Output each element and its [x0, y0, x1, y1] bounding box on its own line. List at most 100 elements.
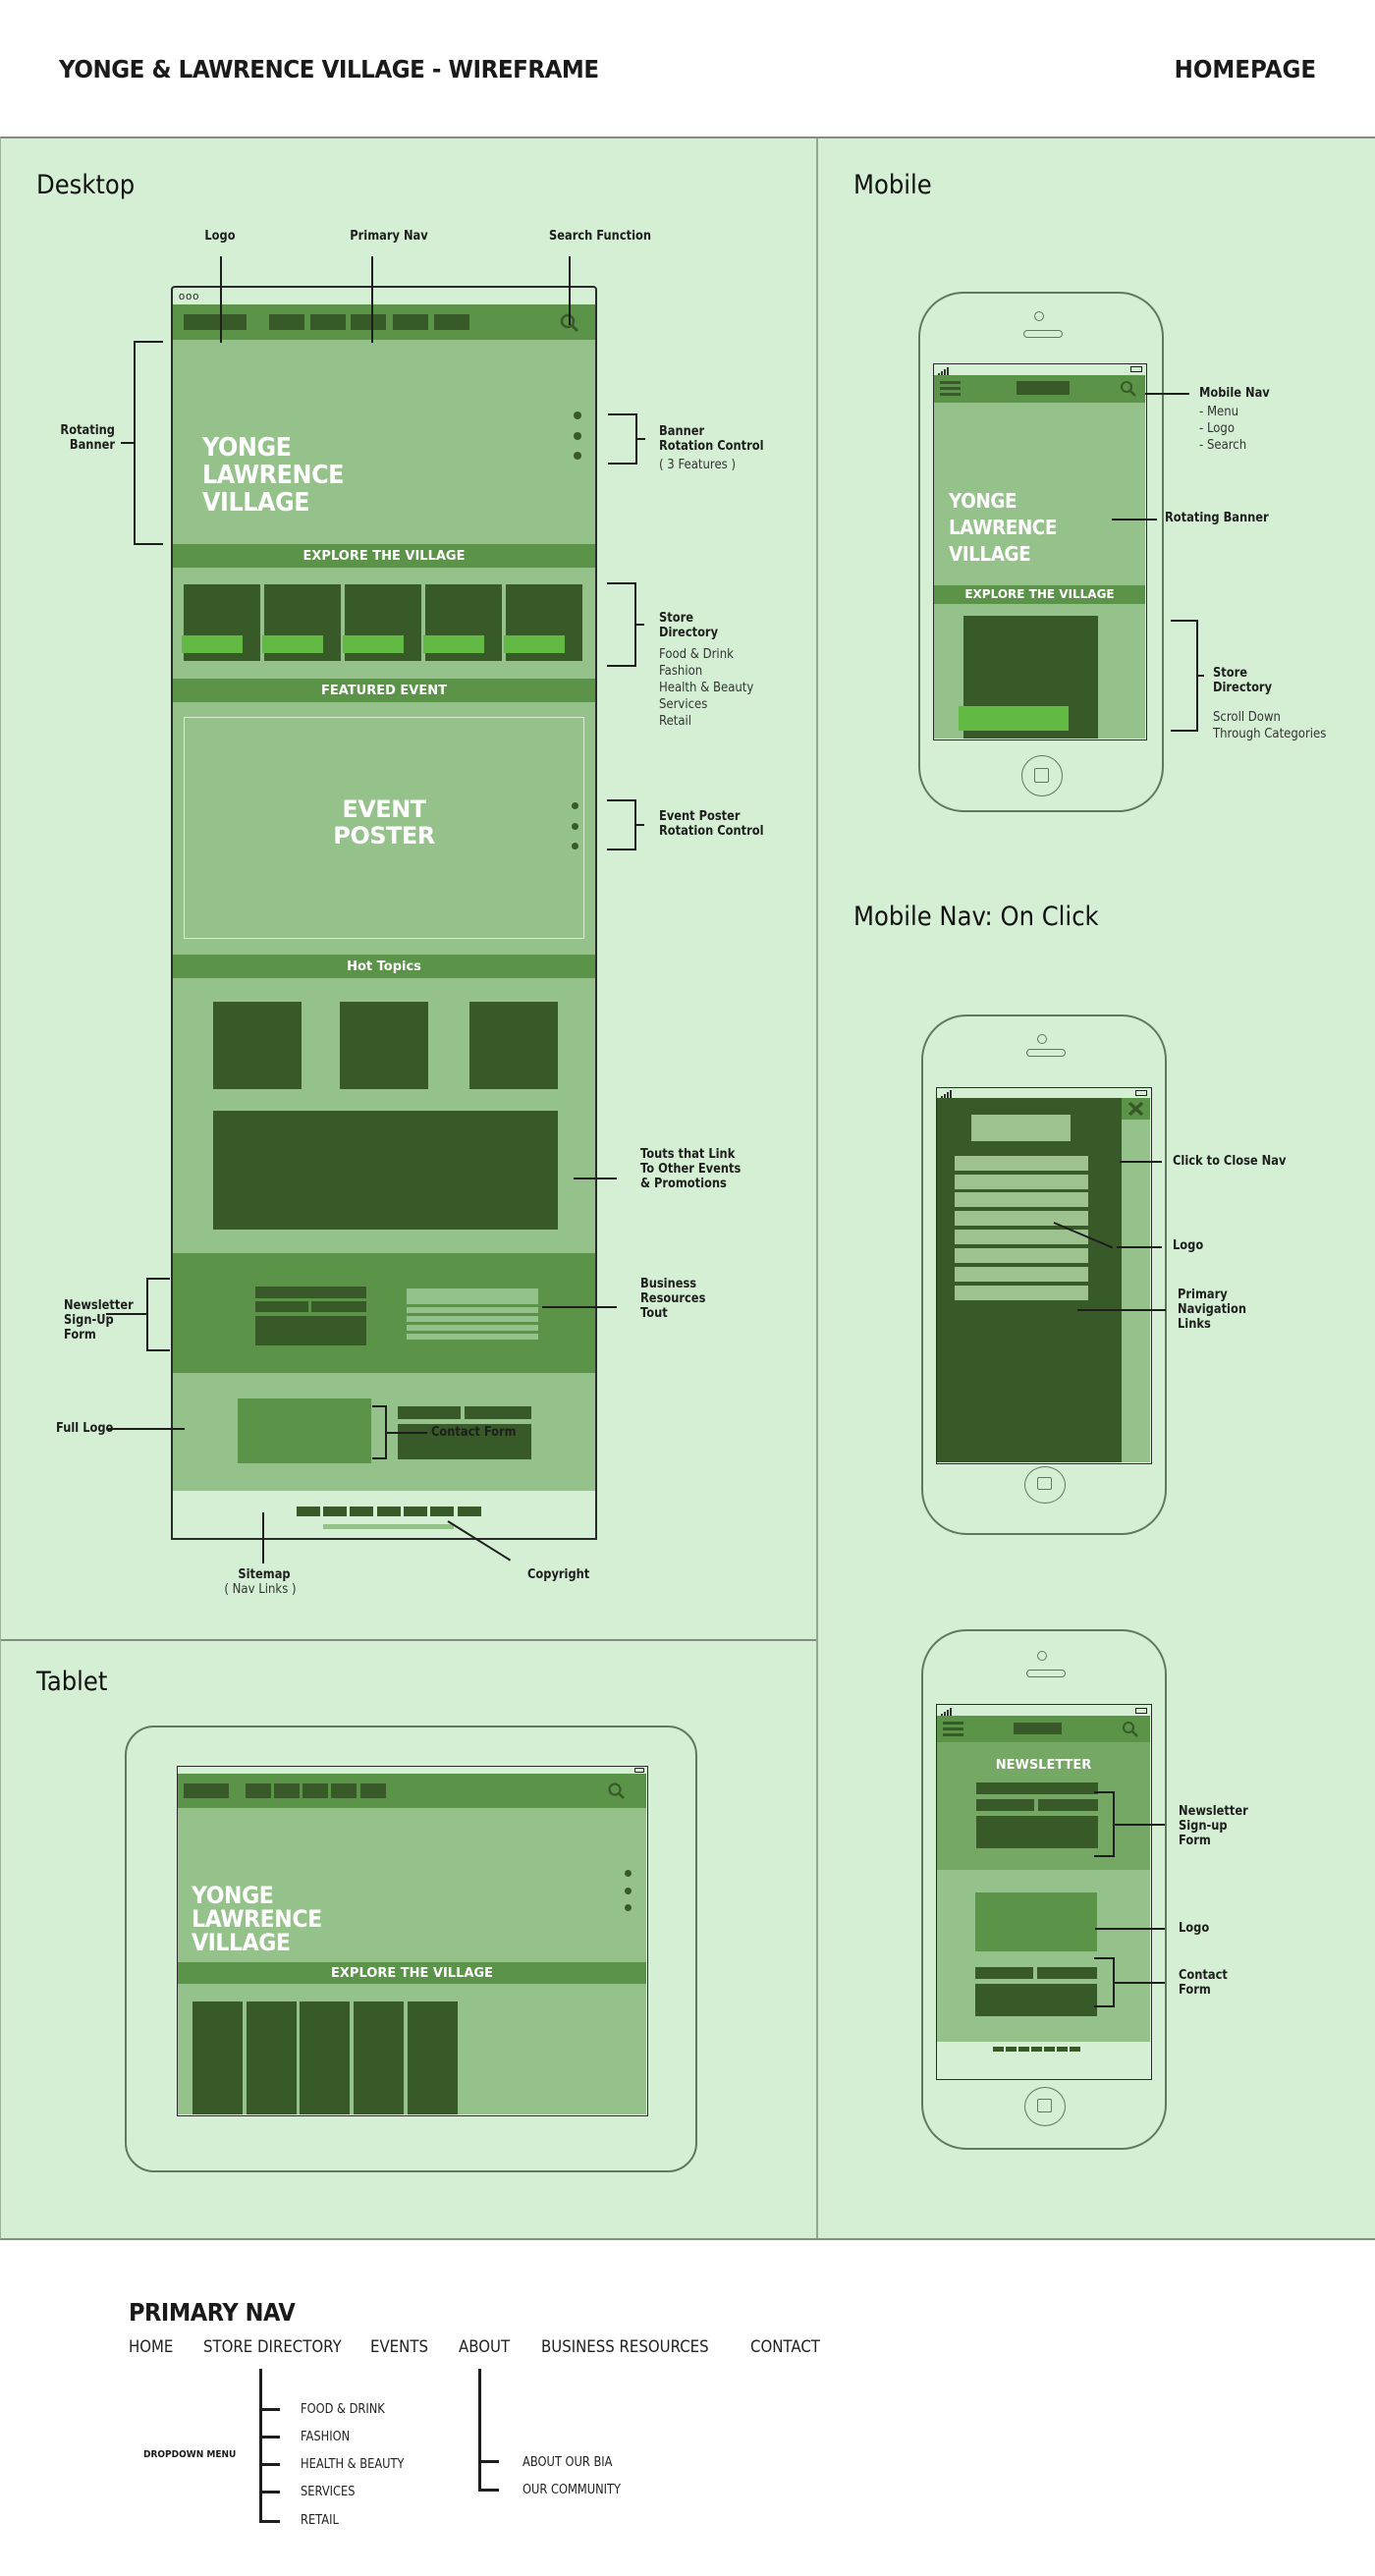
contact-input[interactable]: [465, 1406, 531, 1419]
category-tile[interactable]: [504, 584, 582, 661]
nav-link-placeholder[interactable]: [274, 1783, 300, 1798]
nav-drawer-link[interactable]: [955, 1230, 1088, 1244]
banner-rotation-dot[interactable]: [625, 1870, 632, 1877]
logo-placeholder[interactable]: [184, 314, 247, 330]
contact-input[interactable]: [975, 1967, 1033, 1979]
sitemap-link[interactable]: [1018, 2047, 1029, 2052]
nav-link-placeholder[interactable]: [331, 1783, 357, 1798]
nav-drawer-link[interactable]: [955, 1156, 1088, 1171]
banner-rotation-dot[interactable]: [625, 1888, 632, 1894]
search-icon[interactable]: [607, 1781, 627, 1801]
hamburger-menu-icon[interactable]: [943, 1722, 963, 1737]
nav-item-contact[interactable]: CONTACT: [750, 2337, 820, 2357]
sitemap-link[interactable]: [323, 1507, 347, 1516]
sitemap-link[interactable]: [458, 1507, 481, 1516]
dropdown-item-retail[interactable]: RETAIL: [301, 2513, 339, 2528]
category-tile[interactable]: [423, 584, 502, 661]
sitemap-link[interactable]: [430, 1507, 454, 1516]
category-tile[interactable]: [354, 2001, 404, 2114]
sitemap-link[interactable]: [350, 1507, 373, 1516]
dropdown-item-food-drink[interactable]: FOOD & DRINK: [301, 2402, 385, 2417]
sitemap-link[interactable]: [377, 1507, 401, 1516]
nav-drawer-link[interactable]: [955, 1192, 1088, 1207]
category-tile[interactable]: [408, 2001, 458, 2114]
nav-link-placeholder[interactable]: [434, 314, 469, 330]
banner-rotation-dot[interactable]: [574, 432, 581, 440]
nav-drawer-link[interactable]: [955, 1248, 1088, 1263]
logo-placeholder[interactable]: [184, 1783, 229, 1798]
nav-drawer-link[interactable]: [955, 1286, 1088, 1300]
event-tout[interactable]: [469, 1002, 558, 1089]
nav-item-home[interactable]: HOME: [129, 2337, 174, 2357]
newsletter-textarea[interactable]: [255, 1316, 366, 1345]
sitemap-link[interactable]: [1031, 2047, 1042, 2052]
event-rotation-dot[interactable]: [572, 823, 578, 830]
nav-drawer-logo[interactable]: [971, 1115, 1071, 1141]
event-tout[interactable]: [213, 1002, 302, 1089]
category-tile[interactable]: [300, 2001, 350, 2114]
mobile-explore-bar[interactable]: EXPLORE THE VILLAGE: [934, 585, 1145, 604]
close-icon[interactable]: [1128, 1101, 1144, 1117]
nav-item-events[interactable]: EVENTS: [370, 2337, 428, 2357]
sitemap-link[interactable]: [1044, 2047, 1055, 2052]
nav-link-placeholder[interactable]: [360, 1783, 386, 1798]
tablet-explore-bar[interactable]: EXPLORE THE VILLAGE: [178, 1962, 646, 1984]
mobile-rotating-banner[interactable]: YONGE LAWRENCE VILLAGE: [934, 403, 1145, 585]
hamburger-menu-icon[interactable]: [940, 381, 961, 397]
contact-textarea[interactable]: [398, 1424, 531, 1459]
category-tile[interactable]: [343, 584, 421, 661]
newsletter-input[interactable]: [1038, 1799, 1098, 1811]
nav-link-placeholder[interactable]: [393, 314, 428, 330]
event-tout[interactable]: [340, 1002, 428, 1089]
nav-item-about[interactable]: ABOUT: [459, 2337, 511, 2357]
sitemap-link[interactable]: [1006, 2047, 1017, 2052]
contact-input[interactable]: [1037, 1967, 1097, 1979]
dropdown-item-services[interactable]: SERVICES: [301, 2485, 356, 2499]
event-poster[interactable]: EVENT POSTER: [184, 717, 584, 939]
dropdown-item-health-beauty[interactable]: HEALTH & BEAUTY: [301, 2457, 405, 2472]
search-icon[interactable]: [1120, 380, 1137, 398]
explore-bar[interactable]: EXPLORE THE VILLAGE: [173, 544, 595, 568]
newsletter-input[interactable]: [255, 1301, 308, 1312]
rotating-banner[interactable]: YONGE LAWRENCE VILLAGE: [173, 340, 595, 544]
category-tile[interactable]: [182, 584, 260, 661]
contact-textarea[interactable]: [975, 1984, 1097, 2016]
newsletter-input[interactable]: [976, 1799, 1034, 1811]
nav-drawer-link[interactable]: [955, 1267, 1088, 1282]
search-icon[interactable]: [1122, 1721, 1139, 1738]
nav-item-business-resources[interactable]: BUSINESS RESOURCES: [541, 2337, 709, 2357]
sitemap-link[interactable]: [1070, 2047, 1080, 2052]
mobile-logo-placeholder[interactable]: [1017, 381, 1070, 395]
sitemap-link[interactable]: [993, 2047, 1004, 2052]
nav-link-placeholder[interactable]: [269, 314, 304, 330]
newsletter-input[interactable]: [976, 1782, 1098, 1794]
category-tile[interactable]: [262, 584, 341, 661]
category-tile[interactable]: [192, 2001, 243, 2114]
category-tile[interactable]: [247, 2001, 297, 2114]
nav-link-placeholder[interactable]: [310, 314, 346, 330]
event-rotation-dot[interactable]: [572, 843, 578, 850]
dropdown-item-our-community[interactable]: OUR COMMUNITY: [522, 2483, 621, 2497]
dropdown-item-fashion[interactable]: FASHION: [301, 2430, 351, 2444]
tablet-rotating-banner[interactable]: YONGE LAWRENCE VILLAGE: [178, 1808, 646, 1962]
nav-drawer-overlay[interactable]: [1122, 1098, 1150, 1462]
newsletter-input[interactable]: [311, 1301, 366, 1312]
business-resources-tout[interactable]: [213, 1111, 558, 1230]
dropdown-item-about-our-bia[interactable]: ABOUT OUR BIA: [522, 2455, 613, 2470]
banner-rotation-dot[interactable]: [574, 452, 581, 460]
nav-link-placeholder[interactable]: [302, 1783, 328, 1798]
sitemap-link[interactable]: [297, 1507, 320, 1516]
sitemap-link[interactable]: [404, 1507, 427, 1516]
event-rotation-dot[interactable]: [572, 802, 578, 809]
newsletter-textarea[interactable]: [976, 1816, 1098, 1848]
mobile-logo-placeholder[interactable]: [1014, 1723, 1062, 1734]
close-nav-button[interactable]: [1122, 1098, 1150, 1120]
newsletter-input[interactable]: [255, 1287, 366, 1298]
nav-item-store-directory[interactable]: STORE DIRECTORY: [203, 2337, 342, 2357]
banner-rotation-dot[interactable]: [574, 411, 581, 419]
banner-rotation-dot[interactable]: [625, 1904, 632, 1911]
search-icon[interactable]: [559, 312, 580, 334]
contact-input[interactable]: [398, 1406, 461, 1419]
nav-drawer-link[interactable]: [955, 1211, 1088, 1226]
nav-link-placeholder[interactable]: [246, 1783, 271, 1798]
